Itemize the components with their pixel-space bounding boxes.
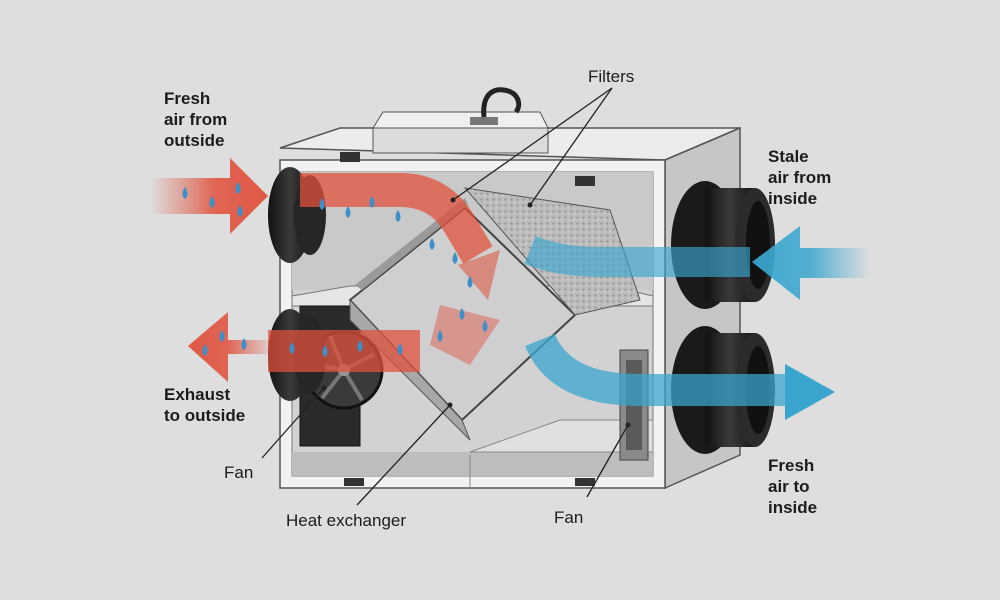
control-box bbox=[372, 87, 549, 154]
water-droplet-icon bbox=[209, 196, 215, 208]
water-droplet-icon bbox=[467, 276, 473, 288]
fan-right-label: Fan bbox=[554, 508, 584, 527]
water-droplet-icon bbox=[202, 344, 208, 356]
water-droplet-icon bbox=[237, 205, 243, 217]
water-droplet-icon bbox=[429, 238, 435, 250]
water-droplet-icon bbox=[459, 308, 465, 320]
power-cord-icon bbox=[481, 87, 522, 118]
filters-label: Filters bbox=[588, 67, 635, 86]
water-droplet-icon bbox=[357, 340, 363, 352]
water-droplet-icon bbox=[219, 330, 225, 342]
water-droplet-icon bbox=[482, 320, 488, 332]
heat-exchanger-label: Heat exchanger bbox=[286, 511, 407, 530]
water-droplet-icon bbox=[241, 338, 247, 350]
fresh-air-out-arrow bbox=[525, 333, 835, 420]
water-droplet-icon bbox=[322, 345, 328, 357]
duct-right-top bbox=[671, 181, 775, 309]
water-droplet-icon bbox=[395, 210, 401, 222]
leader-lines bbox=[261, 87, 629, 506]
exhaust-arrow bbox=[188, 305, 500, 382]
water-droplet-icon bbox=[289, 342, 295, 354]
water-droplet-icon bbox=[437, 330, 443, 342]
water-droplet-icon bbox=[369, 196, 375, 208]
fresh-air-to-inside-label: Fresh air to inside bbox=[768, 456, 818, 517]
fan-left-label: Fan bbox=[224, 463, 254, 482]
water-droplet-icon bbox=[345, 206, 351, 218]
water-droplet-icon bbox=[235, 182, 241, 194]
water-droplet-icon bbox=[452, 252, 458, 264]
stale-air-in-arrow bbox=[524, 226, 870, 300]
water-droplet-icon bbox=[397, 343, 403, 355]
water-droplets bbox=[182, 182, 488, 357]
stale-air-from-inside-label: Stale air from inside bbox=[768, 147, 832, 208]
water-droplet-icon bbox=[319, 198, 325, 210]
exhaust-to-outside-label: Exhaust to outside bbox=[164, 385, 246, 425]
leader-dots bbox=[321, 197, 631, 428]
water-droplet-icon bbox=[182, 187, 188, 199]
fresh-air-from-outside-label: Fresh air from outside bbox=[164, 89, 228, 150]
